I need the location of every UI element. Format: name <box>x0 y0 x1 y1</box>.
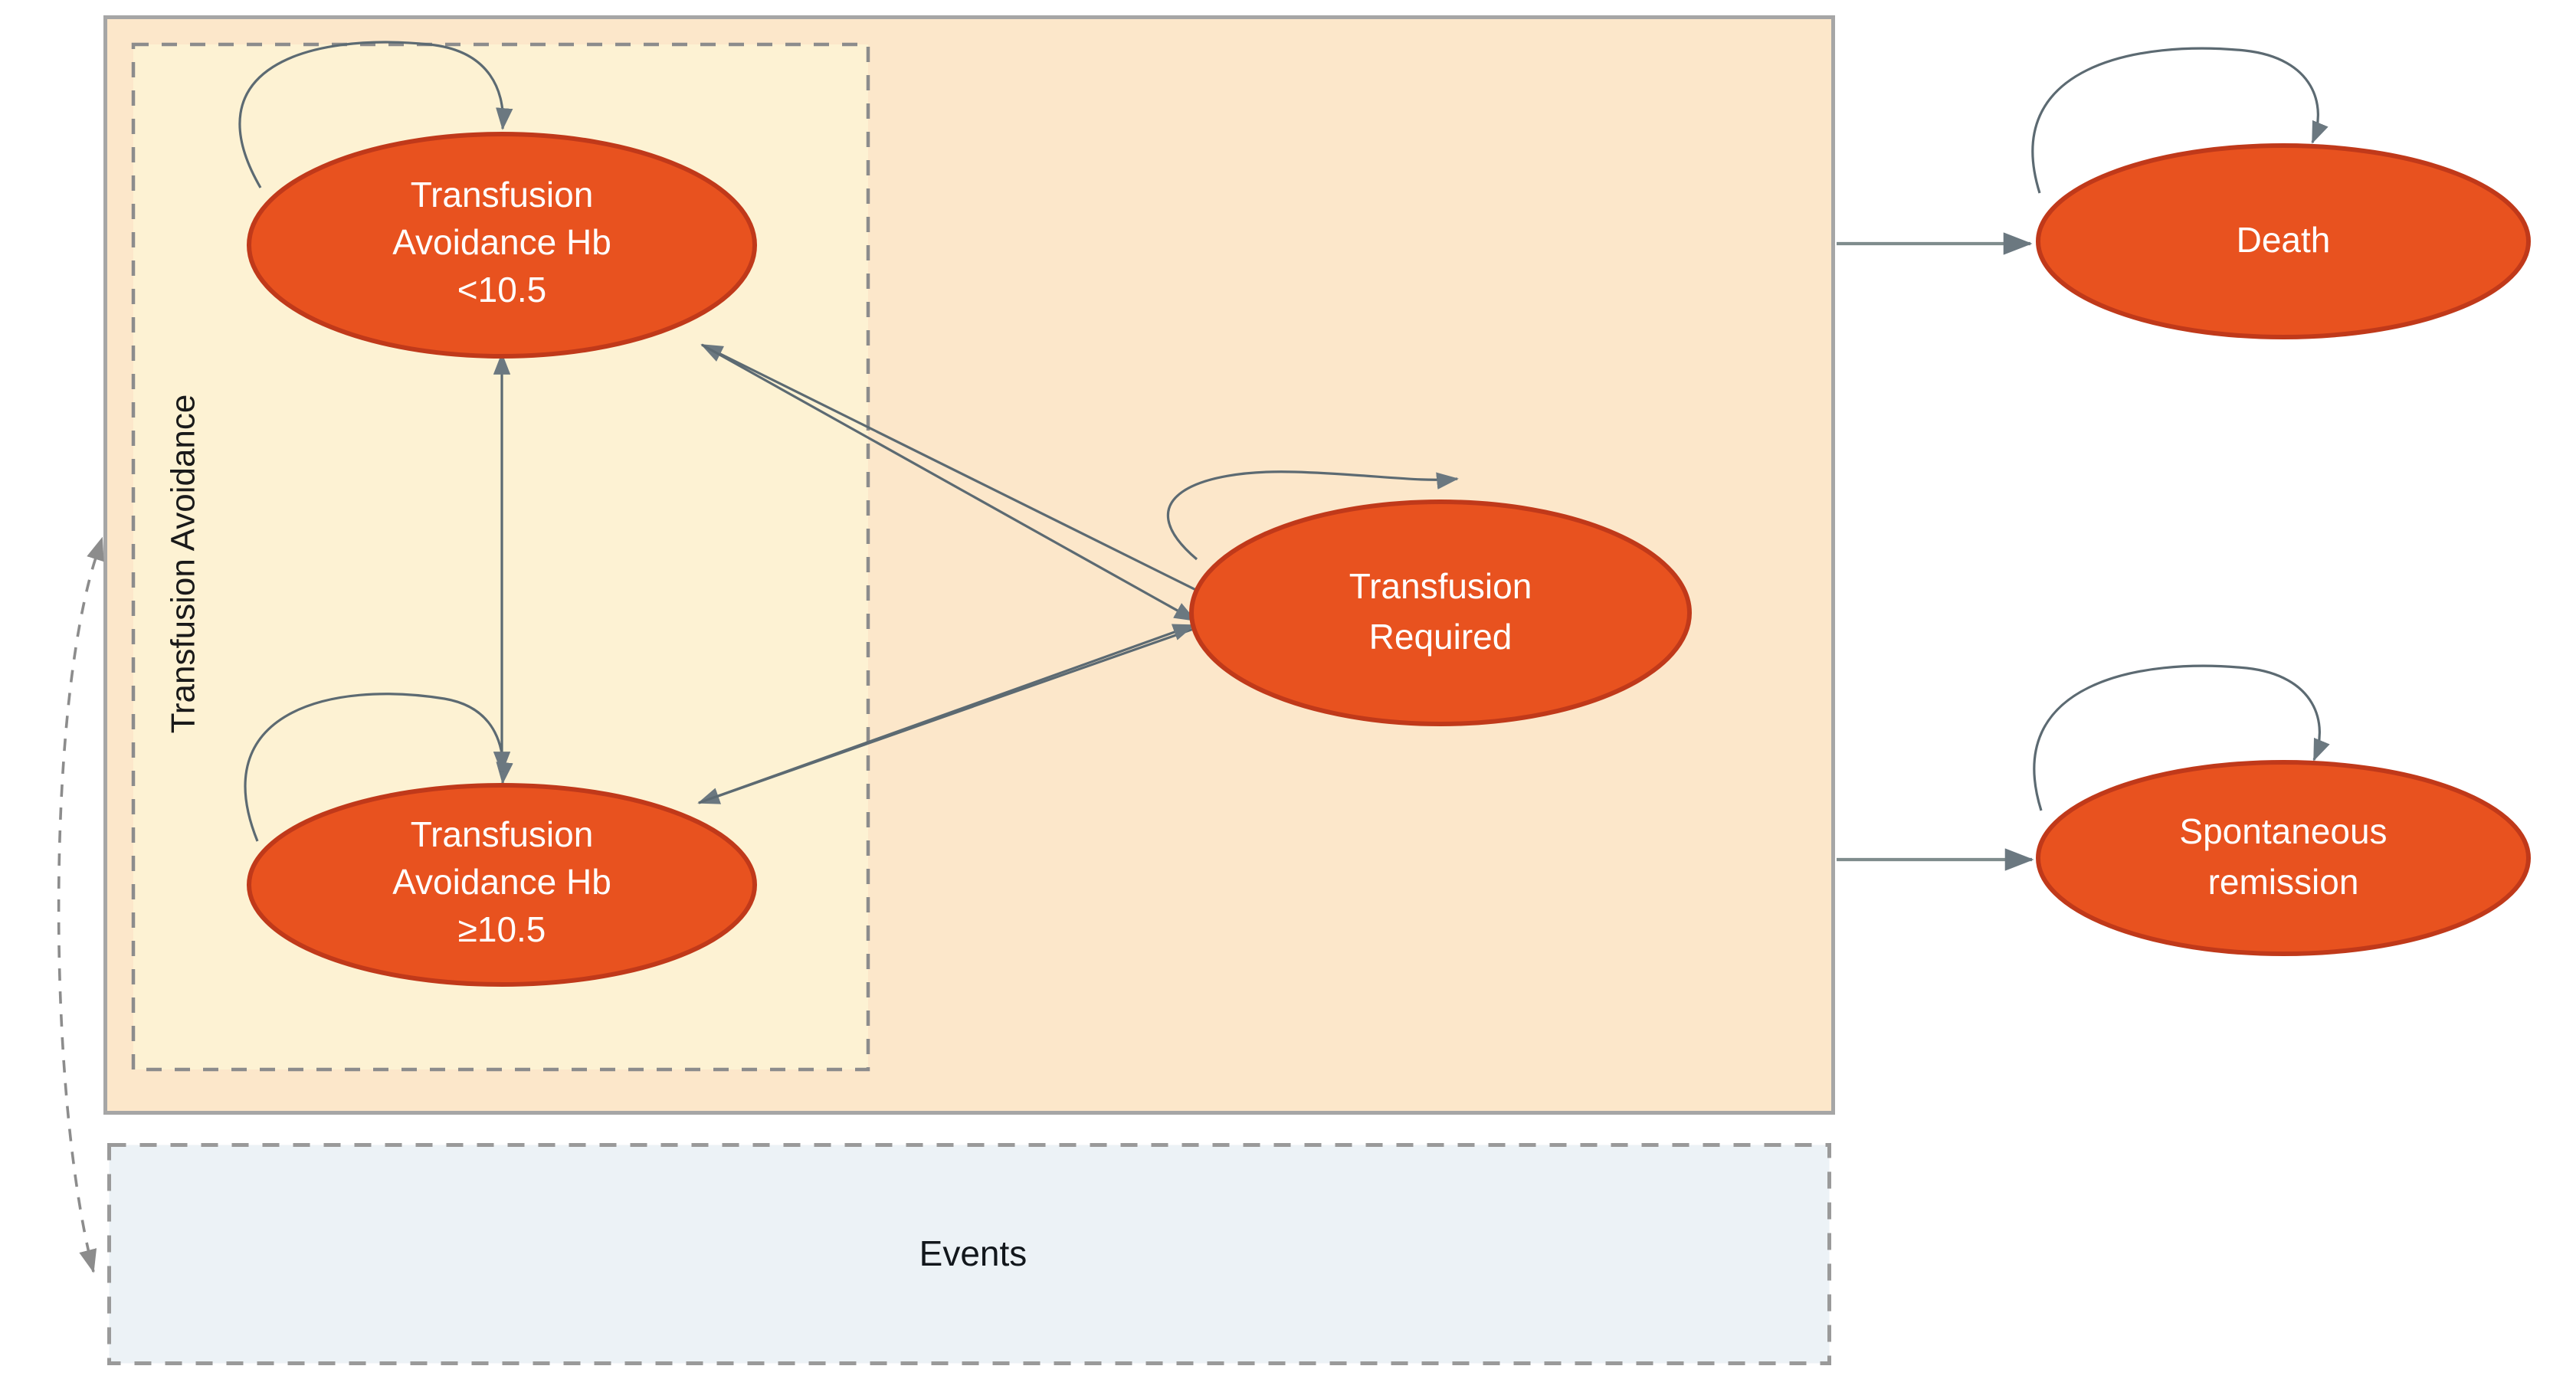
state-transfusion-required[interactable]: Transfusion Required <box>1189 500 1692 726</box>
state-spontaneous-remission[interactable]: Spontaneous remission <box>2036 760 2531 956</box>
state-death[interactable]: Death <box>2036 143 2531 339</box>
node-layer: Transfusion Avoidance Hb <10.5 Transfusi… <box>247 132 2531 987</box>
edge-hb-low-to-transfusion-required[interactable] <box>701 343 1197 622</box>
state-transfusion-avoidance-hb-low-shape[interactable] <box>247 132 757 359</box>
state-transfusion-avoidance-hb-low[interactable]: Transfusion Avoidance Hb <10.5 <box>247 132 757 359</box>
edge-self-loop-death[interactable] <box>2031 47 2329 194</box>
state-transfusion-required-shape[interactable] <box>1189 500 1692 726</box>
state-transfusion-avoidance-hb-high-shape[interactable] <box>247 783 757 987</box>
edge-hb-high-to-transfusion-required[interactable] <box>698 624 1195 804</box>
events-container-label: Events <box>919 1233 1027 1273</box>
edge-self-loop-spontaneous-remission[interactable] <box>2033 664 2330 811</box>
edge-self-loop-transfusion-required[interactable] <box>1166 470 1459 561</box>
container-label-layer: Transfusion Avoidance Events <box>165 395 1027 1274</box>
state-transfusion-avoidance-hb-high[interactable]: Transfusion Avoidance Hb ≥10.5 <box>247 783 757 987</box>
edge-self-loop-hb-low[interactable] <box>238 41 513 188</box>
events-container <box>107 1143 1831 1365</box>
edge-layer <box>57 41 2330 1273</box>
edge-transfusion-required-to-hb-low[interactable] <box>700 343 1215 601</box>
transfusion-avoidance-group-label: Transfusion Avoidance <box>165 395 202 734</box>
state-death-shape[interactable] <box>2036 143 2531 339</box>
edge-events-health-states-bidirectional[interactable] <box>57 536 104 1273</box>
state-spontaneous-remission-shape[interactable] <box>2036 760 2531 956</box>
